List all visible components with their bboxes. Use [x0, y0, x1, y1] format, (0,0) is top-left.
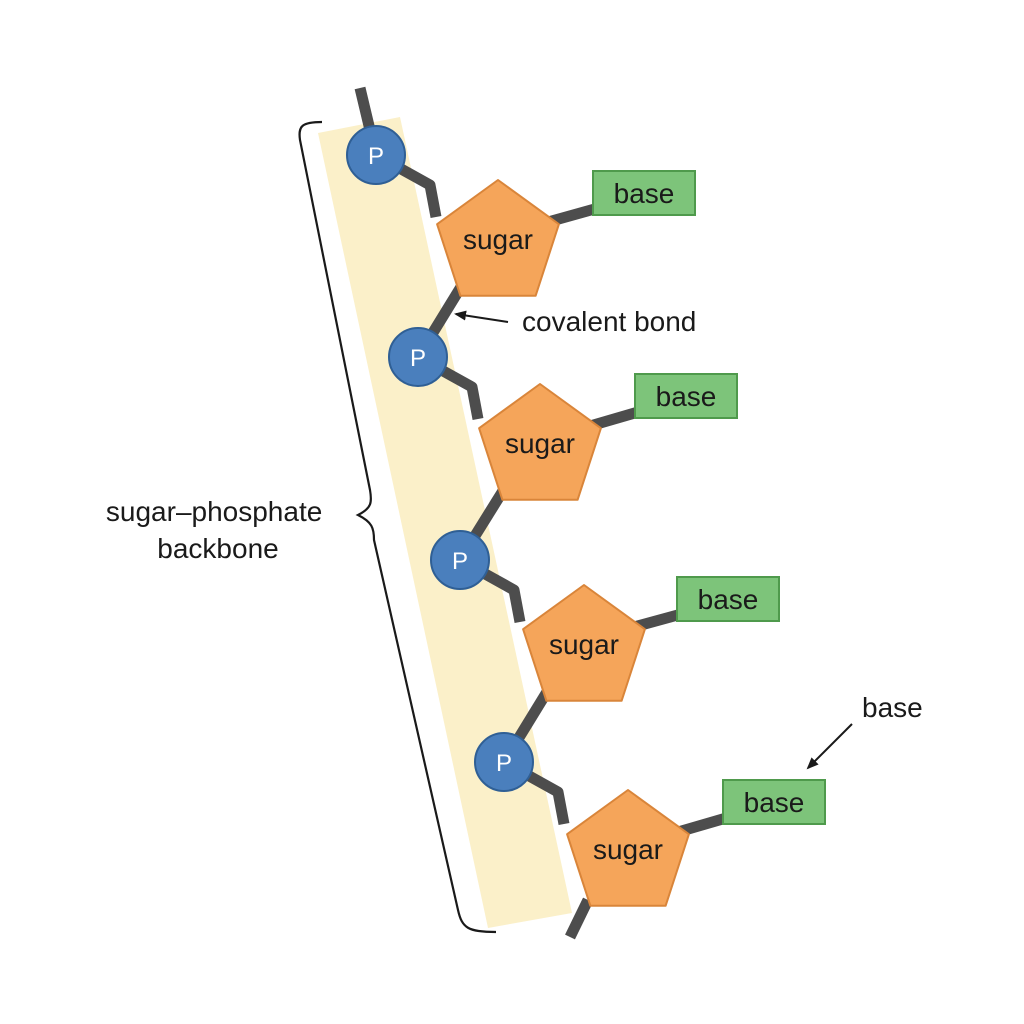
base-label: base: [698, 584, 759, 615]
nucleotide-1: base sugar P: [346, 125, 696, 297]
base-label: base: [744, 787, 805, 818]
sugar-pentagon: [436, 179, 560, 297]
backbone-label-line-1: sugar–phosphate: [106, 496, 322, 527]
phosphate-circle: [430, 530, 490, 590]
base-box: [592, 170, 696, 216]
bond-bottom-end: [565, 897, 593, 940]
phosphate-label: P: [496, 750, 512, 777]
bond-top-end: [354, 86, 376, 132]
sugar-label: sugar: [549, 629, 619, 660]
nucleotide-3: base sugar P: [430, 530, 780, 702]
phosphate-label: P: [452, 548, 468, 575]
base-box: [676, 576, 780, 622]
phosphate-circle: [388, 327, 448, 387]
covalent-bond-arrow: [454, 310, 509, 323]
phosphate-circle: [346, 125, 406, 185]
base-callout-label: base: [862, 692, 923, 723]
base-label: base: [614, 178, 675, 209]
base-label: base: [656, 381, 717, 412]
covalent-bond-label: covalent bond: [522, 306, 696, 337]
backbone-label-line-2: backbone: [157, 533, 278, 564]
backbone-label: sugar–phosphate backbone: [106, 496, 330, 564]
phosphate-label: P: [410, 345, 426, 372]
phosphate-circle: [474, 732, 534, 792]
nucleotide-4: base sugar P: [474, 732, 826, 907]
base-box: [722, 779, 826, 825]
sugar-pentagon: [478, 383, 602, 501]
sugar-label: sugar: [463, 224, 533, 255]
phosphate-label: P: [368, 143, 384, 170]
sugar-label: sugar: [505, 428, 575, 459]
sugar-pentagon: [566, 789, 690, 907]
base-callout-arrow: [806, 723, 853, 770]
nucleotide-2: base sugar P: [388, 327, 738, 501]
base-box: [634, 373, 738, 419]
sugar-label: sugar: [593, 834, 663, 865]
backbone-bracket: [298, 120, 497, 934]
backbone-band: [318, 117, 572, 928]
sugar-pentagon: [522, 584, 646, 702]
